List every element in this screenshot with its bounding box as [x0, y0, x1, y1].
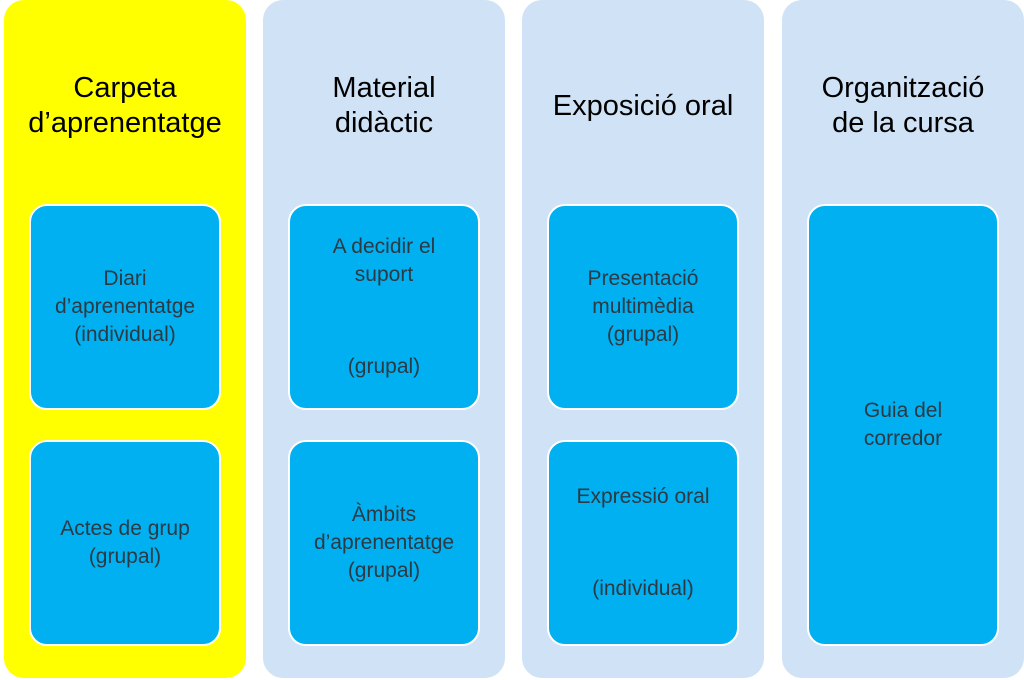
- box-actes-de-grup: Actes de grup (grupal): [29, 440, 221, 646]
- column-carpeta-aprenentatge: Carpeta d’aprenentatge Diari d’aprenenta…: [4, 0, 246, 678]
- column-title: Carpeta d’aprenentatge: [28, 72, 222, 139]
- box-diari-aprenentatge: Diari d’aprenentatge (individual): [29, 204, 221, 410]
- box-label: Diari d’aprenentatge (individual): [54, 267, 196, 346]
- box-label: Guia del corredor: [863, 399, 943, 450]
- box-label: A decidir el suport: [332, 235, 436, 286]
- column-title: Exposició oral: [552, 89, 734, 122]
- box-label: Presentació multimèdia (grupal): [587, 267, 699, 346]
- column-organitzacio-cursa: Organització de la cursa Guia del corred…: [782, 0, 1024, 678]
- box-a-decidir-suport: A decidir el suport (grupal): [288, 204, 480, 410]
- box-sublabel: (grupal): [347, 355, 421, 378]
- column-material-didactic: Material didàctic A decidir el suport (g…: [263, 0, 505, 678]
- box-presentacio-multimedia: Presentació multimèdia (grupal): [547, 204, 739, 410]
- box-sublabel: (individual): [592, 577, 694, 600]
- column-title: Material didàctic: [332, 72, 436, 139]
- box-label: Expressió oral: [576, 485, 710, 508]
- box-label: Actes de grup (grupal): [60, 517, 190, 568]
- box-label: Àmbits d’aprenentatge (grupal): [313, 503, 455, 582]
- column-title: Organització de la cursa: [821, 72, 985, 139]
- column-exposicio-oral: Exposició oral Presentació multimèdia (g…: [522, 0, 764, 678]
- box-ambits-aprenentatge: Àmbits d’aprenentatge (grupal): [288, 440, 480, 646]
- box-guia-corredor: Guia del corredor: [807, 204, 999, 646]
- box-expressio-oral: Expressió oral (individual): [547, 440, 739, 646]
